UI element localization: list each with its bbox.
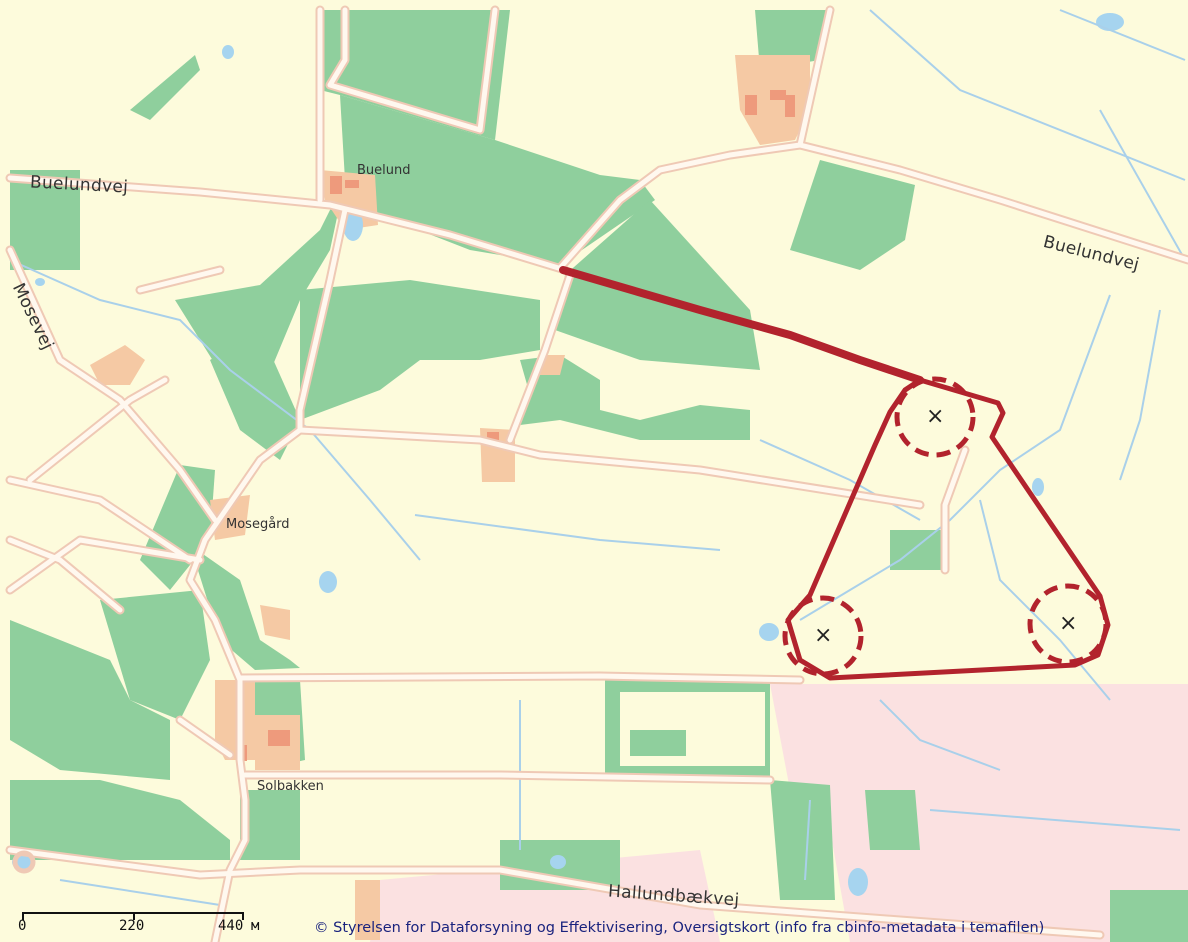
turbine-marker-3[interactable]: × bbox=[1059, 611, 1078, 636]
streams bbox=[9, 9, 1186, 906]
turbine-marker-1[interactable]: × bbox=[926, 404, 945, 429]
place-label-buelund: Buelund bbox=[357, 163, 411, 178]
place-label-mosegard: Mosegård bbox=[226, 517, 290, 532]
water-bodies bbox=[12, 13, 1124, 896]
scale-tick-0 bbox=[22, 912, 24, 920]
turbine-buffer-2[interactable] bbox=[782, 595, 864, 677]
turbine-marker-2[interactable]: × bbox=[814, 623, 833, 648]
turbine-buffer-3[interactable] bbox=[1027, 583, 1109, 665]
forest-patch-small bbox=[630, 730, 686, 756]
scale-unit: м bbox=[251, 918, 260, 934]
scale-label-0: 0 bbox=[18, 918, 27, 934]
project-boundary[interactable] bbox=[785, 377, 1111, 681]
road-fills bbox=[7, 7, 1188, 942]
place-label-solbakken: Solbakken bbox=[257, 779, 324, 794]
map-attribution[interactable]: © Styrelsen for Dataforsyning og Effekti… bbox=[314, 920, 1045, 936]
turbine-buffer-1[interactable] bbox=[894, 376, 976, 458]
turbine-buffers bbox=[782, 376, 1109, 677]
scale-label-220: 220 bbox=[119, 918, 145, 934]
scale-tick-220 bbox=[133, 912, 135, 920]
roundabout bbox=[12, 850, 36, 874]
access-road-line[interactable] bbox=[559, 266, 924, 384]
scale-label-440: 440 bbox=[218, 918, 244, 934]
scale-bar: 0 220 440 м bbox=[18, 908, 260, 942]
scale-tick-440 bbox=[242, 912, 244, 920]
